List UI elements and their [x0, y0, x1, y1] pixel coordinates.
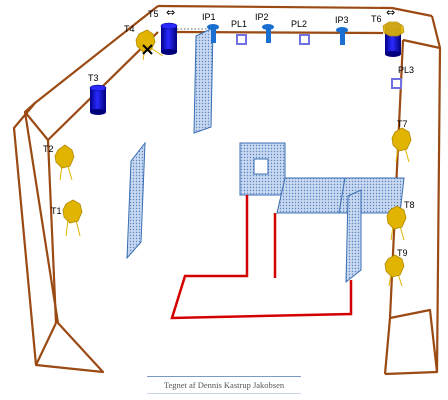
label-t6: T6	[371, 14, 382, 24]
cross-mark-icon	[142, 44, 153, 55]
square-light-pl3	[391, 78, 402, 89]
label-t7: T7	[397, 119, 408, 129]
lamp-t9	[384, 254, 405, 287]
double-arrow-icon: ⇔	[386, 6, 395, 19]
pipe-left	[170, 195, 353, 320]
label-t4: T4	[124, 24, 135, 34]
left-leg-base	[35, 322, 57, 366]
panel-stage-front	[345, 189, 362, 284]
spot-ip1	[207, 24, 219, 43]
lamp-t7	[391, 127, 412, 163]
spot-ip2	[262, 24, 274, 43]
left-arm-upper	[34, 5, 159, 104]
square-light-pl2	[299, 34, 310, 45]
label-pl2: PL2	[291, 19, 307, 29]
left-leg-outer	[12, 101, 105, 374]
double-arrow-icon: ⇔	[166, 6, 175, 19]
speaker-t5	[160, 22, 178, 55]
panels	[126, 27, 405, 284]
lamp-t2	[54, 144, 75, 181]
label-t3: T3	[88, 73, 99, 83]
label-pl3: PL3	[398, 65, 414, 75]
lamp-t4	[135, 29, 164, 61]
label-t1: T1	[51, 206, 62, 216]
pipes	[170, 195, 353, 320]
label-t2: T2	[43, 144, 54, 154]
speaker-t3	[89, 84, 107, 115]
label-t8: T8	[404, 200, 415, 210]
lamp-t1	[62, 199, 83, 237]
lamp-t6	[382, 21, 405, 37]
label-ip3: IP3	[335, 15, 349, 25]
panel-stage-floor-left	[276, 177, 346, 214]
right-leg-brace	[389, 308, 439, 373]
top-beam-upper	[157, 4, 433, 18]
label-ip1: IP1	[202, 12, 216, 22]
lamp-t8	[386, 205, 407, 241]
right-leg-brace-2	[402, 38, 441, 50]
spot-ip3	[336, 27, 348, 45]
panel-left	[126, 141, 146, 260]
label-t9: T9	[397, 248, 408, 258]
square-light-pl1	[236, 34, 247, 45]
right-leg-outer	[384, 15, 442, 376]
caption-credit: Tegnet af Dennis Kastrup Jakobsen	[147, 376, 301, 394]
panel-top-center	[193, 27, 214, 134]
stage-window	[253, 158, 269, 175]
label-t5: T5	[148, 9, 159, 19]
label-pl1: PL1	[231, 19, 247, 29]
label-ip2: IP2	[255, 12, 269, 22]
